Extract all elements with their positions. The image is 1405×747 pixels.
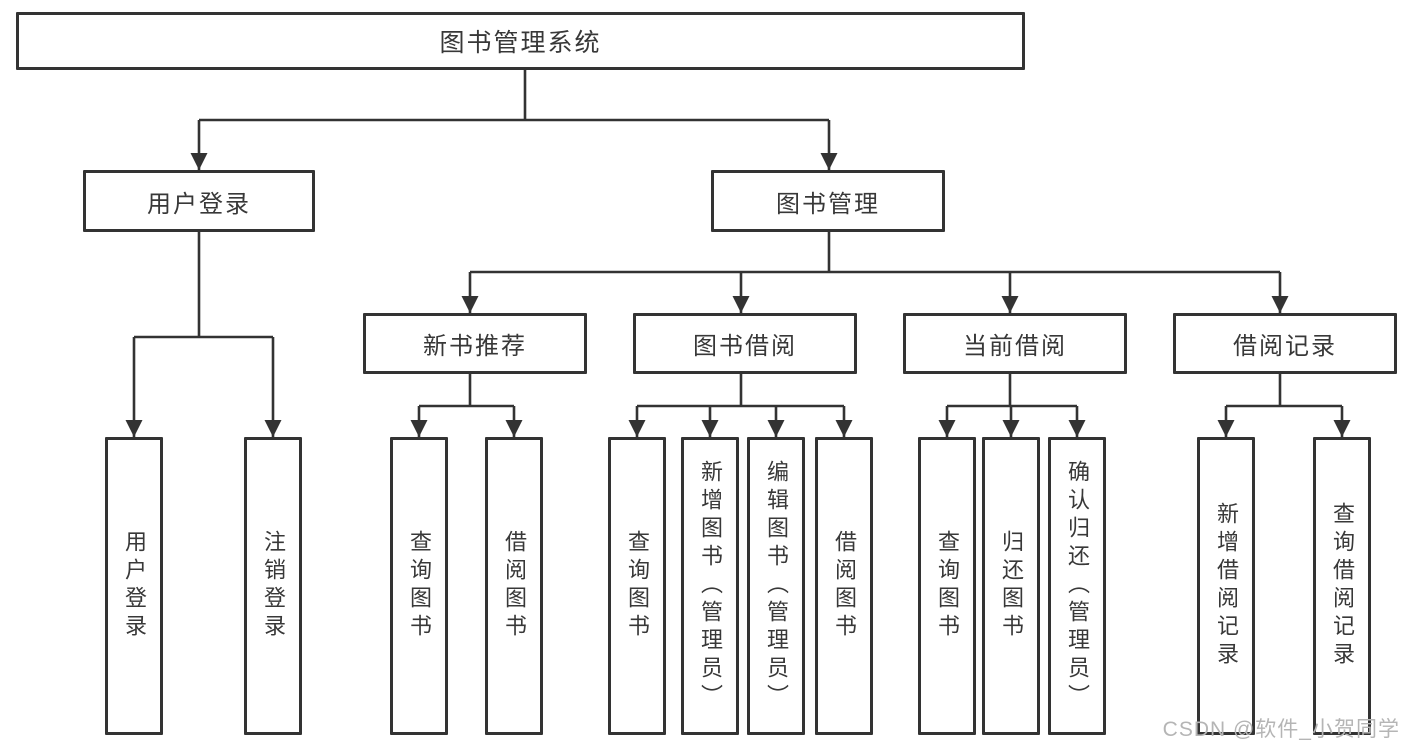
node-book-management: 图书管理 xyxy=(711,170,945,232)
leaf-label: 新增借阅记录 xyxy=(1214,502,1239,670)
node-borrow-records: 借阅记录 xyxy=(1173,313,1397,374)
leaf-query-books-recommend: 查询图书 xyxy=(390,437,448,735)
node-new-book-recommend-label: 新书推荐 xyxy=(423,333,527,360)
leaf-label: 注销登录 xyxy=(261,530,286,642)
leaf-add-book-admin: 新增图书（管理员） xyxy=(681,437,739,735)
node-user-login: 用户登录 xyxy=(83,170,315,232)
connector-root xyxy=(199,70,829,122)
leaf-add-borrow-record: 新增借阅记录 xyxy=(1197,437,1255,735)
leaf-query-borrow-record: 查询借阅记录 xyxy=(1313,437,1371,735)
leaf-borrow-books-recommend: 借阅图书 xyxy=(485,437,543,735)
leaf-label: 借阅图书 xyxy=(502,530,527,642)
leaf-label: 编辑图书（管理员） xyxy=(764,460,789,712)
leaf-label: 归还图书 xyxy=(999,530,1024,642)
leaf-query-books-borrow: 查询图书 xyxy=(608,437,666,735)
leaf-borrow-books: 借阅图书 xyxy=(815,437,873,735)
node-library-system: 图书管理系统 xyxy=(16,12,1025,70)
leaf-label: 确认归还（管理员） xyxy=(1065,460,1090,712)
node-book-management-label: 图书管理 xyxy=(776,190,880,218)
connector-current-borrow xyxy=(947,374,1077,408)
leaf-edit-book-admin: 编辑图书（管理员） xyxy=(747,437,805,735)
leaf-label: 查询图书 xyxy=(935,530,960,642)
connector-user-login xyxy=(134,232,273,339)
connector-new-book-recommend xyxy=(419,374,514,408)
leaf-confirm-return-admin: 确认归还（管理员） xyxy=(1048,437,1106,735)
connector-book-borrow xyxy=(637,374,844,408)
watermark: CSDN @软件_小贺同学 xyxy=(1162,718,1400,741)
leaf-query-books-current: 查询图书 xyxy=(918,437,976,735)
leaf-logout: 注销登录 xyxy=(244,437,302,735)
leaf-label: 用户登录 xyxy=(122,530,147,642)
node-current-borrow: 当前借阅 xyxy=(903,313,1127,374)
leaf-label: 查询图书 xyxy=(407,530,432,642)
node-new-book-recommend: 新书推荐 xyxy=(363,313,587,374)
leaf-label: 借阅图书 xyxy=(832,530,857,642)
leaf-user-login: 用户登录 xyxy=(105,437,163,735)
leaf-label: 查询借阅记录 xyxy=(1330,502,1355,670)
node-user-login-label: 用户登录 xyxy=(147,190,251,218)
connector-book-management xyxy=(470,232,1280,274)
leaf-return-books: 归还图书 xyxy=(982,437,1040,735)
node-library-system-label: 图书管理系统 xyxy=(439,29,602,57)
leaf-label: 查询图书 xyxy=(625,530,650,642)
node-book-borrow-label: 图书借阅 xyxy=(693,333,797,360)
connector-borrow-records xyxy=(1226,374,1342,408)
node-current-borrow-label: 当前借阅 xyxy=(963,333,1067,360)
node-borrow-records-label: 借阅记录 xyxy=(1233,333,1337,360)
leaf-label: 新增图书（管理员） xyxy=(698,460,723,712)
node-book-borrow: 图书借阅 xyxy=(633,313,857,374)
